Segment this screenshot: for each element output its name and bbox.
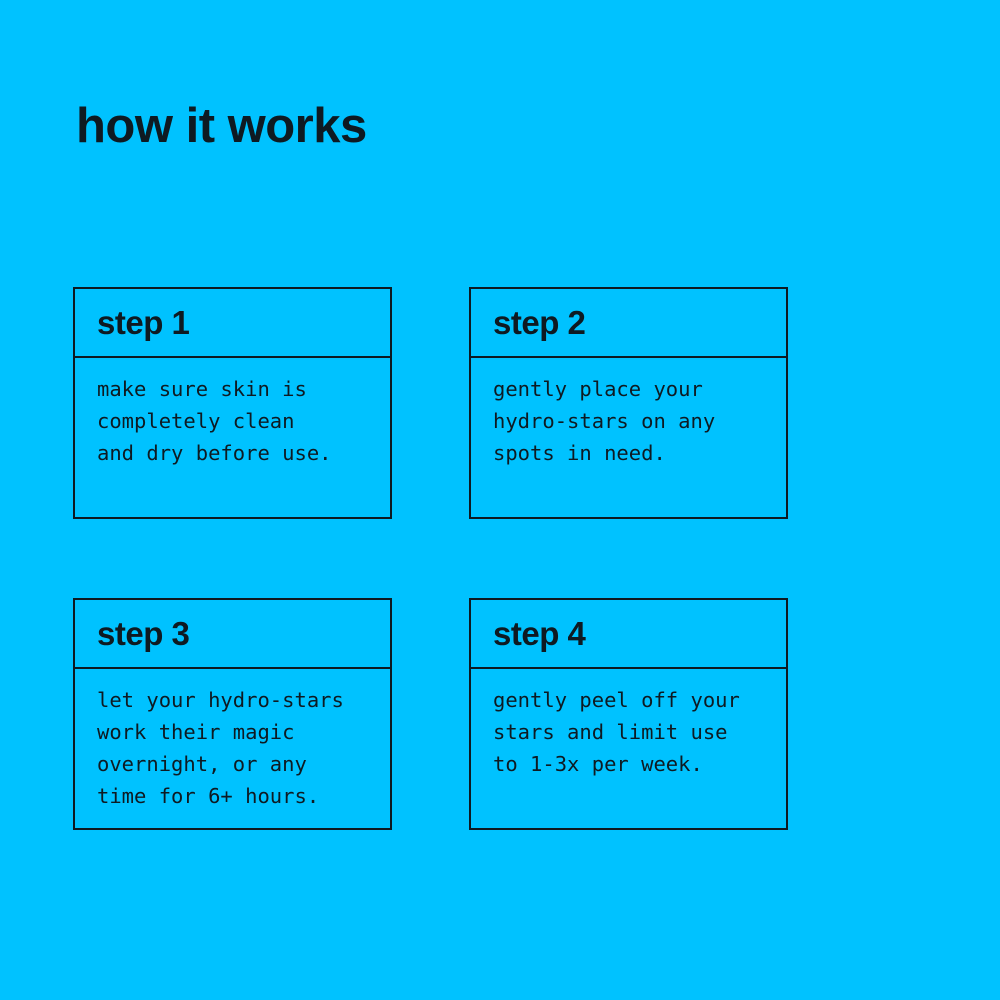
step-card-3-header: step 3 <box>75 600 390 669</box>
step-4-label: step 4 <box>493 614 586 652</box>
step-card-4-header: step 4 <box>471 600 786 669</box>
step-4-body: gently peel off your stars and limit use… <box>493 688 740 776</box>
step-card-4: step 4 gently peel off your stars and li… <box>469 598 788 830</box>
step-card-2: step 2 gently place your hydro-stars on … <box>469 287 788 519</box>
step-3-label: step 3 <box>97 614 190 652</box>
step-2-body: gently place your hydro-stars on any spo… <box>493 377 716 465</box>
step-card-3: step 3 let your hydro-stars work their m… <box>73 598 392 830</box>
page-title: how it works <box>76 99 367 153</box>
step-card-1: step 1 make sure skin is completely clea… <box>73 287 392 519</box>
step-card-2-header: step 2 <box>471 289 786 358</box>
step-card-1-header: step 1 <box>75 289 390 358</box>
steps-grid: step 1 make sure skin is completely clea… <box>73 287 788 830</box>
step-1-body: make sure skin is completely clean and d… <box>97 377 332 465</box>
step-3-body: let your hydro-stars work their magic ov… <box>97 688 344 808</box>
step-2-label: step 2 <box>493 303 586 341</box>
step-1-label: step 1 <box>97 303 190 341</box>
